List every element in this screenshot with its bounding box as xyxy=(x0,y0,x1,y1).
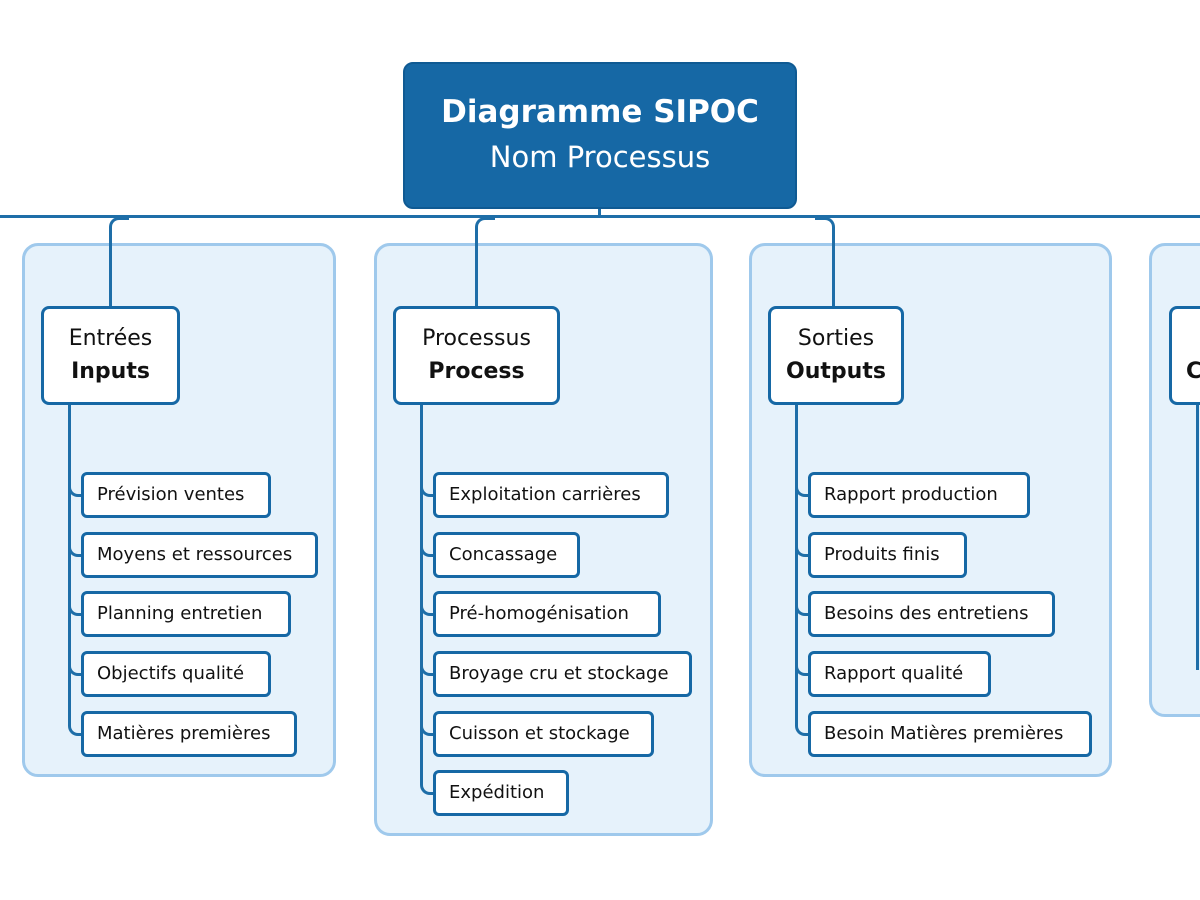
process-header: Processus Process xyxy=(393,306,560,405)
branch xyxy=(420,469,434,497)
branch xyxy=(68,648,82,676)
branch xyxy=(795,588,809,616)
list-item: Pré-homogénisation xyxy=(433,591,661,637)
branch xyxy=(68,469,82,497)
outputs-trunk xyxy=(795,405,798,715)
branch xyxy=(795,708,809,736)
list-item: Matières premières xyxy=(81,711,297,757)
branch xyxy=(420,588,434,616)
list-item: Exploitation carrières xyxy=(433,472,669,518)
list-item: Besoin Matières premières xyxy=(808,711,1092,757)
inputs-label-fr: Entrées xyxy=(68,326,153,351)
outputs-header: Sorties Outputs xyxy=(768,306,904,405)
branch xyxy=(420,767,434,795)
branch xyxy=(68,708,82,736)
process-label-en: Process xyxy=(428,359,525,384)
customers-trunk xyxy=(1196,405,1199,670)
process-label-fr: Processus xyxy=(422,326,531,351)
list-item: Concassage xyxy=(433,532,580,578)
list-item: Prévision ventes xyxy=(81,472,271,518)
diagram-title: Diagramme SIPOC xyxy=(441,94,759,130)
process-connector xyxy=(475,217,495,307)
list-item: Expédition xyxy=(433,770,569,816)
list-item: Moyens et ressources xyxy=(81,532,318,578)
outputs-label-fr: Sorties xyxy=(797,326,875,351)
outputs-label-en: Outputs xyxy=(786,359,886,384)
inputs-trunk xyxy=(68,405,71,715)
branch xyxy=(68,588,82,616)
inputs-label-en: Inputs xyxy=(71,359,150,384)
branch xyxy=(420,708,434,736)
branch xyxy=(795,529,809,557)
branch xyxy=(420,529,434,557)
list-item: Planning entretien xyxy=(81,591,291,637)
inputs-connector xyxy=(109,217,129,307)
customers-header: C xyxy=(1169,306,1200,405)
branch xyxy=(68,529,82,557)
list-item: Besoins des entretiens xyxy=(808,591,1055,637)
branch xyxy=(795,469,809,497)
root-node: Diagramme SIPOC Nom Processus xyxy=(403,62,797,209)
branch xyxy=(420,648,434,676)
list-item: Produits finis xyxy=(808,532,967,578)
inputs-header: Entrées Inputs xyxy=(41,306,180,405)
customers-label-en: C xyxy=(1186,359,1200,384)
process-name: Nom Processus xyxy=(489,140,711,174)
list-item: Broyage cru et stockage xyxy=(433,651,692,697)
list-item: Rapport qualité xyxy=(808,651,991,697)
branch xyxy=(795,648,809,676)
list-item: Cuisson et stockage xyxy=(433,711,654,757)
list-item: Rapport production xyxy=(808,472,1030,518)
list-item: Objectifs qualité xyxy=(81,651,271,697)
root-connector xyxy=(598,207,601,217)
outputs-connector xyxy=(815,217,835,307)
